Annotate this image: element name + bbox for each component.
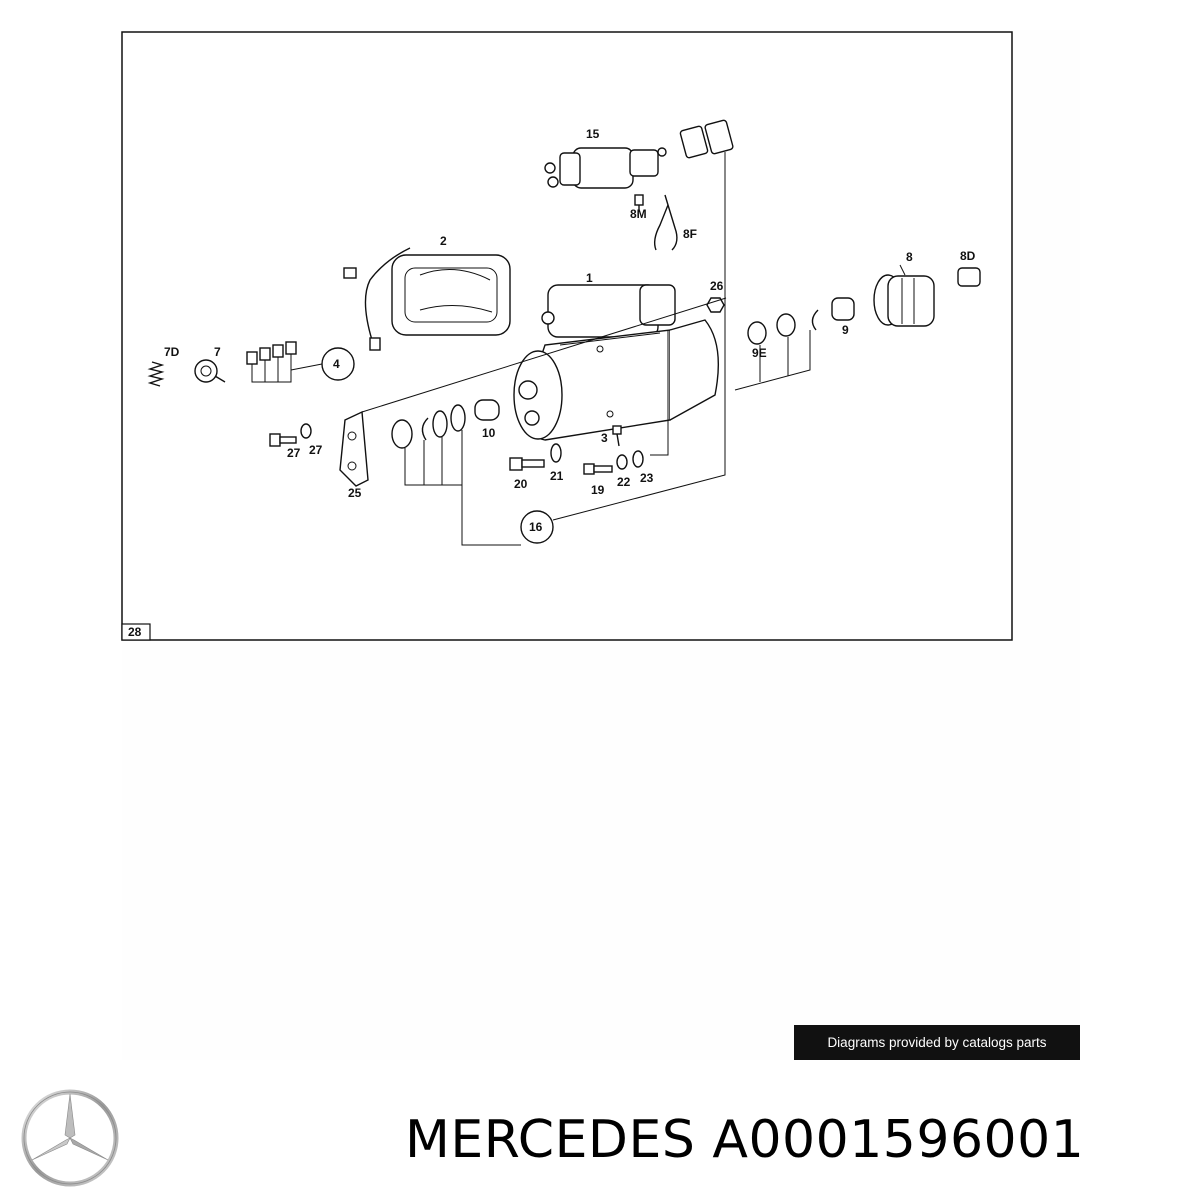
callout-24: 26 [710,279,724,293]
callout-16: 16 [529,520,543,534]
callout-27: 27 [309,443,323,457]
diagram-credit-banner: Diagrams provided by catalogs parts [794,1025,1080,1060]
solenoid-part-15 [544,147,667,189]
brush-spring-part-7 [194,359,226,383]
washer-part-22 [616,454,628,470]
bushing-part-10 [474,399,500,421]
bracket-part-25 [339,410,369,487]
callout-20: 20 [514,477,528,491]
screw-part-3 [612,425,622,447]
ring-16-a [391,419,413,449]
callout-9e: 9E [752,346,767,360]
exploded-parts-diagram: 28 [121,31,1013,641]
callout-26: 27 [287,446,301,460]
bolt-part-26 [269,433,297,447]
gasket-b [704,119,734,155]
leader-lines [361,152,906,546]
bolt-part-20 [509,457,545,471]
washer-part-27 [300,423,312,439]
group-circle-16 [520,510,554,544]
callout-8m: 8M [630,207,647,221]
sleeve-part-9 [831,297,855,321]
callout-21: 21 [550,469,564,483]
callout-15: 15 [586,127,600,141]
spring-part-7d [147,361,165,387]
callout-22: 22 [617,475,631,489]
nut-part-24 [706,297,725,313]
ring-16-c [432,410,448,438]
field-coil-part-2 [343,247,511,351]
screw-part-8m [634,194,644,212]
washer-part-9e-b [776,313,796,337]
callout-8f: 8F [683,227,697,241]
clip-part-9e-c [811,309,819,331]
brand-name: MERCEDES [405,1110,696,1170]
mercedes-star-icon [21,1089,119,1187]
callout-19: 19 [591,483,605,497]
bushing-part-8d [957,267,981,287]
callout-4: 4 [333,357,340,371]
starter-motor-part-1 [513,284,720,441]
pinion-drive-part-8 [873,274,935,327]
page-number: 28 [128,625,142,639]
callout-10: 10 [482,426,496,440]
bushing-part-9e-a [747,321,767,345]
brush-set [246,341,297,383]
callout-9: 9 [842,323,849,337]
washer-part-21 [550,443,562,463]
callout-25: 25 [348,486,362,500]
bolt-part-19 [583,463,613,475]
brand-title: MERCEDES A0001596001 [405,1110,1084,1170]
callout-2: 2 [440,234,447,248]
washer-part-23 [632,450,644,468]
callout-7d: 7D [164,345,180,359]
callout-8d: 8D [960,249,976,263]
gasket-a [679,125,709,159]
callout-23: 23 [640,471,654,485]
callout-1: 1 [586,271,593,285]
ring-16-b [421,417,429,441]
callout-7: 7 [214,345,221,359]
fork-part-8f [653,194,678,251]
callout-3: 3 [601,431,608,445]
ring-16-d [450,404,466,432]
callout-8: 8 [906,250,913,264]
part-number: A0001596001 [712,1110,1085,1170]
page-number-box [121,623,151,641]
